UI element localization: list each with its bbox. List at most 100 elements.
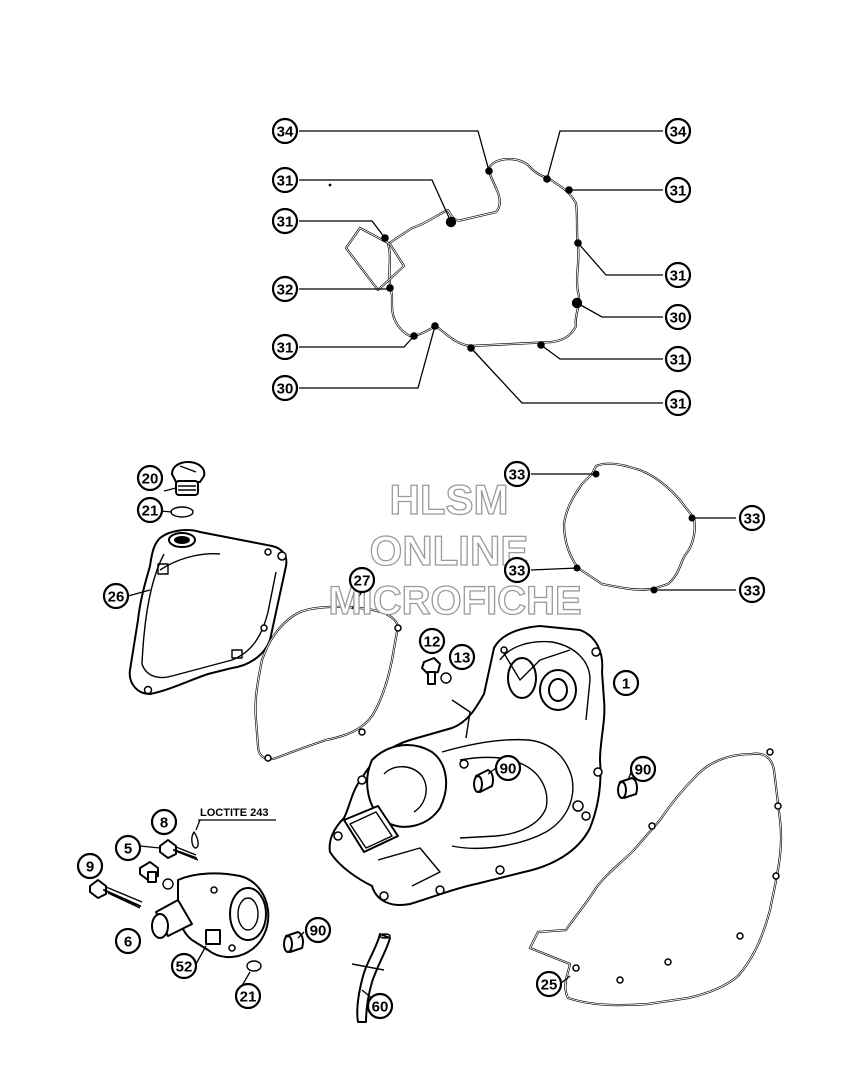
callout-circle — [304, 916, 332, 944]
callout-number: 26 — [108, 589, 125, 606]
callout-circle — [271, 275, 299, 303]
callout-number: 12 — [424, 634, 441, 651]
callout-c20: 20 — [136, 464, 164, 492]
callout-circle — [102, 582, 130, 610]
callout-number: 90 — [500, 761, 517, 778]
callout-circle — [664, 176, 692, 204]
top-gasket-leaders — [299, 130, 663, 404]
callout-number: 21 — [240, 989, 257, 1006]
callout-c90b: 90 — [629, 755, 657, 783]
washer-13 — [440, 672, 452, 684]
callout-c31a: 31 — [271, 166, 299, 194]
callout-number: 9 — [86, 859, 94, 876]
plug-screw-5 — [139, 861, 159, 883]
callout-circle — [114, 834, 142, 862]
callout-c21a: 21 — [136, 496, 164, 524]
callout-number: 90 — [310, 923, 327, 940]
callout-circle — [664, 389, 692, 417]
callout-c31d: 31 — [664, 261, 692, 289]
callout-number: 13 — [454, 650, 471, 667]
callout-circle — [271, 117, 299, 145]
callout-number: 25 — [541, 977, 558, 994]
callout-number: 30 — [277, 381, 294, 398]
callout-circle — [448, 643, 476, 671]
callout-number: 31 — [670, 268, 687, 285]
leader-90a — [487, 767, 497, 775]
callout-number: 6 — [124, 934, 132, 951]
callout-number: 31 — [670, 396, 687, 413]
callout-circle — [612, 669, 640, 697]
callout-c90a: 90 — [494, 754, 522, 782]
callout-circle — [535, 970, 563, 998]
outer-cover-gasket — [254, 605, 402, 762]
leader-27 — [351, 590, 363, 610]
callout-circle — [271, 166, 299, 194]
callout-circle — [271, 374, 299, 402]
callout-c31f: 31 — [664, 345, 692, 373]
callout-circle — [629, 755, 657, 783]
callout-c30a: 30 — [664, 303, 692, 331]
callout-number: 33 — [744, 511, 761, 528]
callout-circle — [738, 576, 766, 604]
callout-number: 20 — [142, 471, 159, 488]
callout-circle — [114, 927, 142, 955]
callout-c60: 60 — [366, 992, 394, 1020]
callout-c90c: 90 — [304, 916, 332, 944]
callout-c13: 13 — [448, 643, 476, 671]
seal-ring-6 — [162, 878, 174, 890]
callout-number: 1 — [622, 676, 630, 693]
callout-c31g: 31 — [664, 389, 692, 417]
clutch-cover-gasket-detail — [328, 157, 583, 352]
callout-c31b: 31 — [664, 176, 692, 204]
watermark-line1: HLSM — [390, 476, 509, 523]
callout-c52: 52 — [170, 952, 198, 980]
callout-number: 34 — [670, 124, 687, 141]
callout-number: 34 — [277, 124, 294, 141]
callout-number: 8 — [160, 815, 168, 832]
callout-c32: 32 — [271, 275, 299, 303]
callout-c9: 9 — [76, 852, 104, 880]
callout-number: 5 — [124, 841, 132, 858]
bushing-90-right — [617, 777, 638, 799]
callout-c21b: 21 — [234, 982, 262, 1010]
callout-c1: 1 — [612, 669, 640, 697]
callout-c25: 25 — [535, 970, 563, 998]
callout-number: 31 — [670, 352, 687, 369]
callout-number: 21 — [142, 503, 159, 520]
callout-circle — [418, 627, 446, 655]
callout-circle — [664, 303, 692, 331]
callout-number: 31 — [277, 214, 294, 231]
callout-circle — [136, 496, 164, 524]
gasket-33-leaders — [530, 473, 736, 591]
callout-c34b: 34 — [664, 117, 692, 145]
callout-number: 27 — [354, 573, 371, 590]
callout-number: 31 — [670, 183, 687, 200]
callout-c27: 27 — [348, 566, 376, 594]
watermark-line2: ONLINE — [370, 527, 529, 574]
outer-clutch-cover — [128, 529, 288, 695]
callout-circle — [664, 261, 692, 289]
callout-circle — [348, 566, 376, 594]
callout-circle — [494, 754, 522, 782]
callout-number: 90 — [635, 762, 652, 779]
clutch-cover-housing — [328, 625, 606, 906]
o-ring-21-top — [170, 506, 194, 518]
callout-c8: 8 — [150, 808, 178, 836]
callout-circle — [664, 345, 692, 373]
callout-c34a: 34 — [271, 117, 299, 145]
o-ring-21-bottom — [246, 960, 262, 972]
watermark: HLSM ONLINE MICROFICHE — [328, 475, 583, 623]
callout-circle — [150, 808, 178, 836]
screw-9 — [89, 879, 143, 909]
callout-circle — [136, 464, 164, 492]
callout-c33b: 33 — [738, 504, 766, 532]
callout-circle — [366, 992, 394, 1020]
loctite-drop — [191, 831, 199, 849]
callout-circle — [271, 207, 299, 235]
callout-number: 60 — [372, 999, 389, 1016]
bushing-90-center — [473, 769, 494, 793]
oil-filler-plug — [171, 461, 206, 496]
callout-circle — [271, 333, 299, 361]
